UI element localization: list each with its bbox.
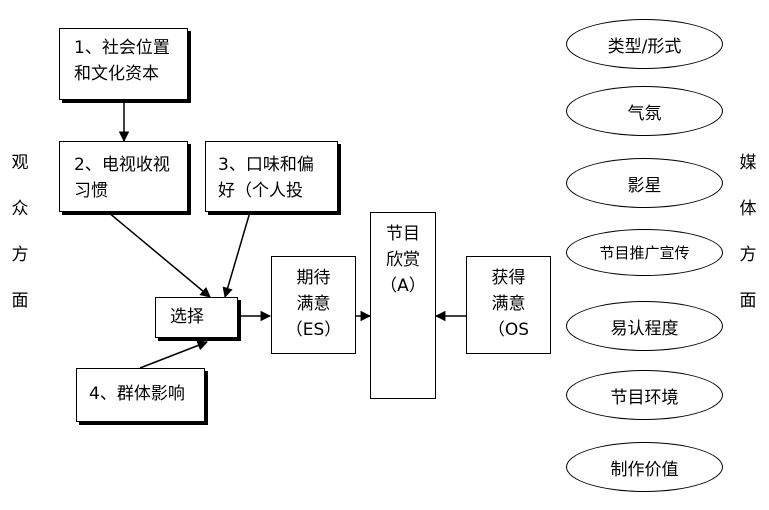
box-text-line: 好（个人投 <box>218 181 303 201</box>
box-text-line: 满意 <box>491 294 526 314</box>
oval-label: 节目环境 <box>610 387 679 408</box>
taste-preference-box: 3、口味和偏 好（个人投 <box>205 141 338 212</box>
media-label-char: 媒 <box>739 153 757 173</box>
arrow-taste-to-choice <box>222 211 251 299</box>
oval-label: 类型/形式 <box>607 36 682 57</box>
oval-label: 易认程度 <box>610 318 679 339</box>
box-text-line: （A） <box>380 276 426 296</box>
oval-program-environment: 节目环境 <box>566 370 723 420</box>
program-appreciation-box: 节目 欣赏 （A） <box>370 212 436 399</box>
audience-label-char: 观 <box>11 153 29 173</box>
oval-recognizability: 易认程度 <box>566 301 723 351</box>
expected-satisfaction-box: 期待 满意 （ES） <box>271 256 356 354</box>
media-label-char: 方 <box>739 245 757 265</box>
audience-label-char: 面 <box>11 291 29 311</box>
box-text-line: 期待 <box>296 268 331 288</box>
audience-label-char: 方 <box>11 245 29 265</box>
oval-production-value: 制作价值 <box>566 442 723 492</box>
media-label-char: 体 <box>739 199 757 219</box>
media-label-char: 面 <box>739 291 757 311</box>
arrow-group-to-choice <box>139 340 208 369</box>
box-text-line: 满意 <box>296 294 331 314</box>
audience-label-char: 众 <box>11 199 29 219</box>
oval-label: 节目推广宣传 <box>599 244 690 262</box>
box-text-line: 2、电视收视 <box>74 155 170 175</box>
oval-label: 影星 <box>627 175 662 196</box>
group-influence-box: 4、群体影响 <box>76 368 205 422</box>
box-text-line: （OS <box>487 320 530 340</box>
obtained-satisfaction-box: 获得 满意 （OS <box>466 256 551 354</box>
tv-habits-box: 2、电视收视 习惯 <box>59 141 188 212</box>
oval-label: 制作价值 <box>610 459 679 480</box>
box-text-line: 3、口味和偏 <box>218 155 314 175</box>
box-text-line: 选择 <box>170 307 204 327</box>
audience-side-label: 观 众 方 面 <box>10 140 30 324</box>
box-text-line: （ES） <box>285 320 342 340</box>
box-text-line: 和文化资本 <box>74 64 159 84</box>
box-text-line: 欣赏 <box>386 250 420 270</box>
box-text-line: 获得 <box>491 268 526 288</box>
oval-label: 气氛 <box>627 103 662 124</box>
oval-genre-format: 类型/形式 <box>566 19 723 69</box>
oval-promotion: 节目推广宣传 <box>566 229 723 276</box>
choice-box: 选择 <box>155 297 238 338</box>
box-text-line: 4、群体影响 <box>89 384 185 404</box>
oval-stars: 影星 <box>566 158 723 208</box>
arrow-tv-to-choice <box>107 211 211 298</box>
oval-atmosphere: 气氛 <box>566 86 723 136</box>
box-text-line: 1、社会位置 <box>74 38 170 58</box>
box-text-line: 节目 <box>386 224 420 244</box>
box-text-line: 习惯 <box>74 181 108 201</box>
social-position-box: 1、社会位置 和文化资本 <box>59 28 188 100</box>
media-side-label: 媒 体 方 面 <box>738 140 758 324</box>
